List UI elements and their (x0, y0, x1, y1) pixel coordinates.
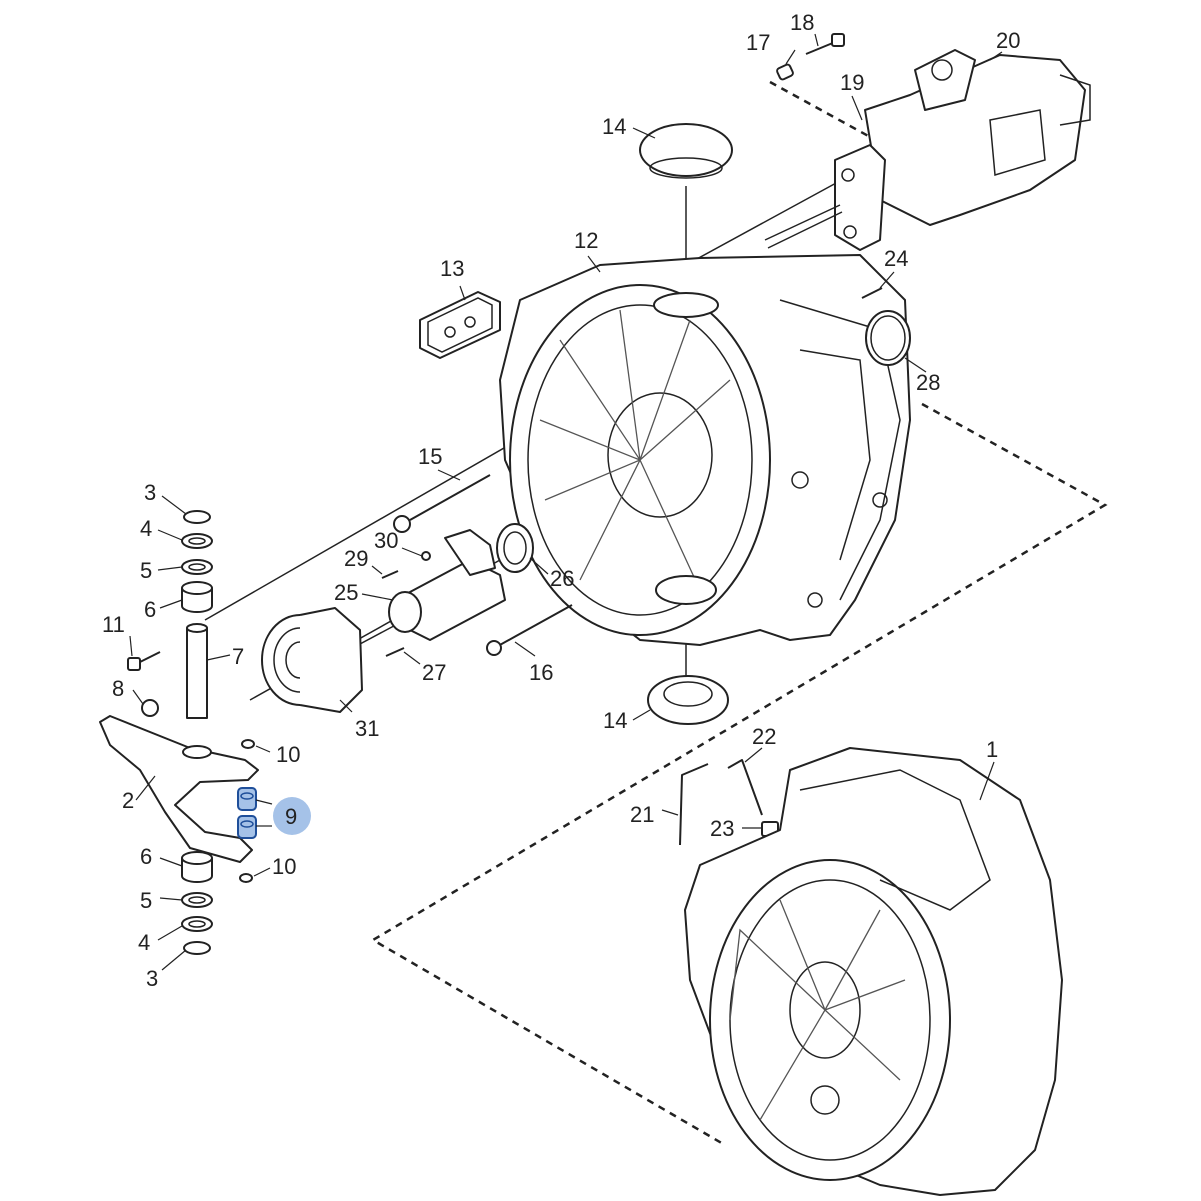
label-part-12: 12 (574, 228, 598, 253)
label-part-19: 19 (840, 70, 864, 95)
seal-bottom-14 (647, 675, 729, 725)
screw-and-oring-24-28 (861, 287, 911, 366)
label-part-20: 20 (996, 28, 1020, 53)
label-part-27: 27 (422, 660, 446, 685)
grease-nipple-part-9[interactable] (237, 787, 311, 839)
label-part-14-bottom: 14 (603, 708, 627, 733)
label-part-5-top: 5 (140, 558, 152, 583)
cover-plate (419, 291, 501, 359)
label-part-6-bottom: 6 (140, 844, 152, 869)
label-part-28: 28 (916, 370, 940, 395)
long-bolt-15 (393, 474, 491, 533)
label-part-1: 1 (986, 737, 998, 762)
release-bearing-31 (261, 607, 363, 713)
label-part-9[interactable]: 9 (285, 804, 297, 829)
label-part-21: 21 (630, 802, 654, 827)
label-part-5-bottom: 5 (140, 888, 152, 913)
label-part-11: 11 (102, 612, 125, 637)
hose-and-fitting-21-23 (679, 759, 779, 846)
label-part-10-lower: 10 (272, 854, 296, 879)
label-part-6-top: 6 (144, 597, 156, 622)
label-part-4-bottom: 4 (138, 930, 150, 955)
cover-plug-top (639, 123, 733, 179)
label-part-17: 17 (746, 30, 770, 55)
label-part-3-top: 3 (144, 480, 156, 505)
label-part-25: 25 (334, 580, 358, 605)
bolt-and-nut-17-18 (776, 33, 845, 81)
label-part-7: 7 (232, 644, 244, 669)
leader-lines (129, 33, 1003, 971)
release-fork-assembly (99, 510, 259, 955)
guide-sleeve-25 (388, 529, 506, 641)
clutch-housing-upper (499, 254, 911, 646)
label-part-14-top: 14 (602, 114, 626, 139)
bolt-16 (486, 604, 573, 656)
label-part-8: 8 (112, 676, 124, 701)
label-part-23: 23 (710, 816, 734, 841)
label-part-2: 2 (122, 788, 134, 813)
label-part-10-upper: 10 (276, 742, 300, 767)
label-part-29: 29 (344, 546, 368, 571)
label-part-24: 24 (884, 246, 908, 271)
label-part-16: 16 (529, 660, 553, 685)
label-part-15: 15 (418, 444, 442, 469)
actuator-module (764, 49, 1091, 251)
label-part-26: 26 (550, 566, 574, 591)
lower-housing (684, 747, 1063, 1196)
part-number-labels: 1 2 3 4 5 6 7 8 9 10 10 11 6 5 4 3 12 13… (102, 10, 1020, 991)
label-part-4-top: 4 (140, 516, 152, 541)
label-part-3-bottom: 3 (146, 966, 158, 991)
label-part-18: 18 (790, 10, 814, 35)
label-part-13: 13 (440, 256, 464, 281)
label-part-30: 30 (374, 528, 398, 553)
assembly-dashed-lines (370, 80, 1108, 1147)
label-part-31: 31 (355, 716, 379, 741)
seal-ring-26 (496, 523, 534, 573)
label-part-22: 22 (752, 724, 776, 749)
